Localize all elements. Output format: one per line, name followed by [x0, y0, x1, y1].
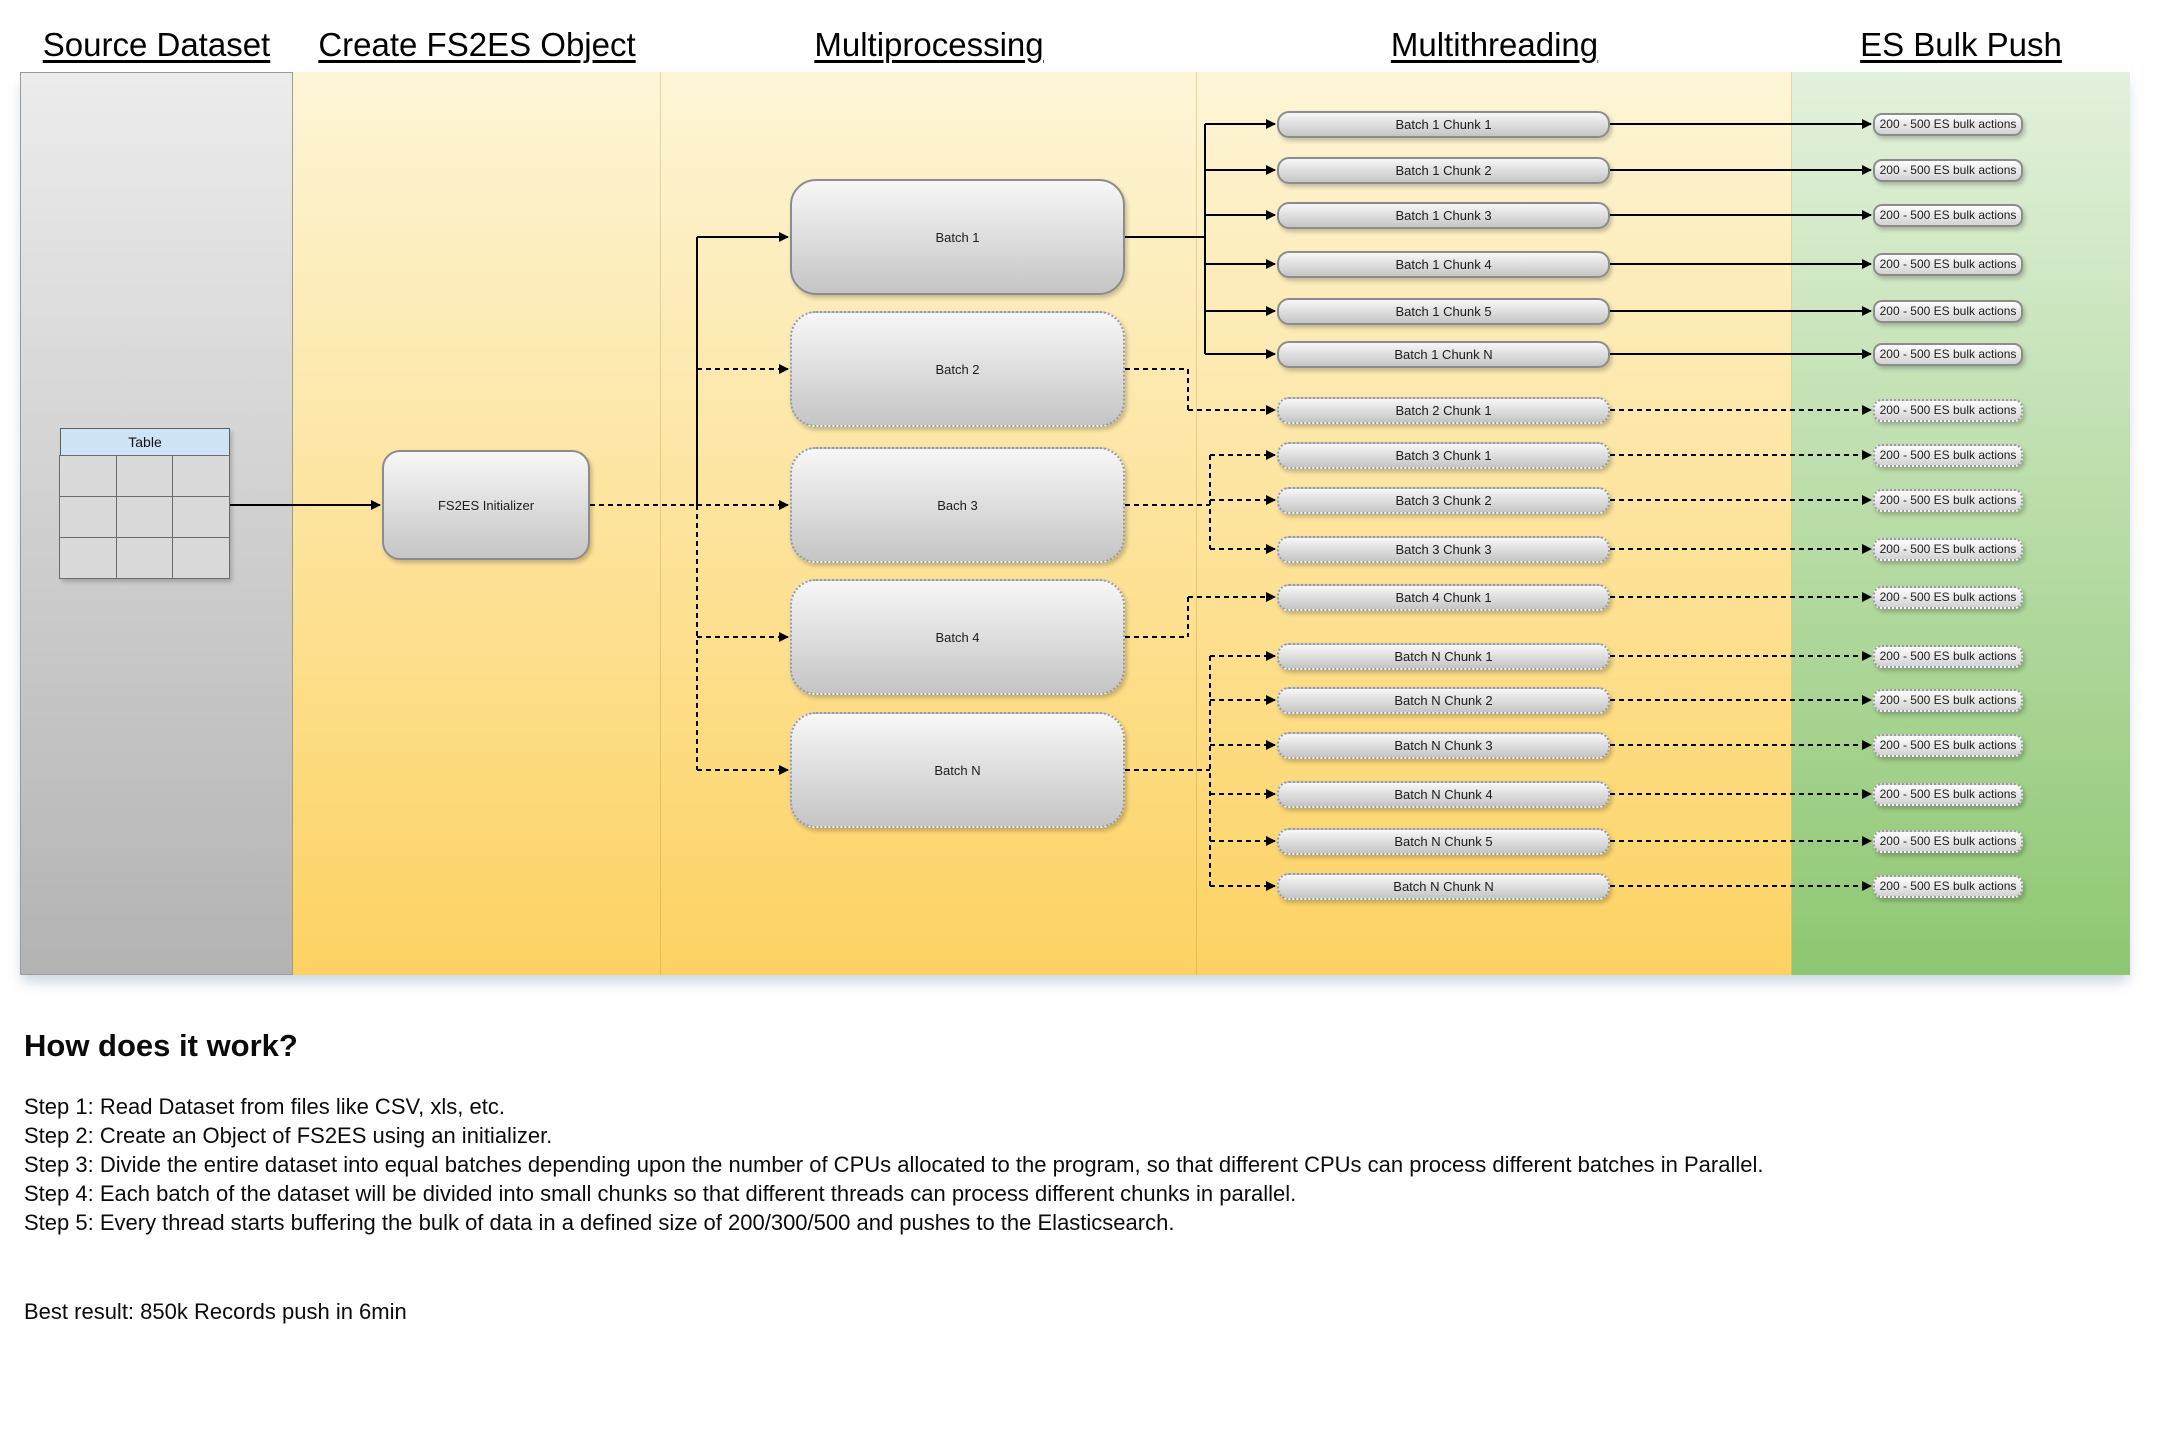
chunk-node: Batch N Chunk N: [1277, 872, 1610, 900]
es-bulk-actions-node: 200 - 500 ES bulk actions: [1873, 299, 2023, 323]
es-bulk-actions-node: 200 - 500 ES bulk actions: [1873, 252, 2023, 276]
column-header-label: Multithreading: [1390, 26, 1599, 63]
es-bulk-actions-node: 200 - 500 ES bulk actions: [1873, 203, 2023, 227]
step-1: Step 1: Read Dataset from files like CSV…: [24, 1094, 505, 1119]
step-5: Step 5: Every thread starts buffering th…: [24, 1210, 1175, 1235]
chunk-node: Batch 1 Chunk 3: [1277, 201, 1610, 229]
column-header-create-fs2es: Create FS2ES Object: [293, 22, 661, 68]
explanation-section: How does it work? Step 1: Read Dataset f…: [24, 1028, 2134, 1326]
table-cell: [172, 496, 230, 538]
es-bulk-actions-node: 200 - 500 ES bulk actions: [1873, 537, 2023, 561]
es-bulk-actions-node: 200 - 500 ES bulk actions: [1873, 644, 2023, 668]
source-table-grid: [59, 455, 230, 579]
explanation-title: How does it work?: [24, 1028, 298, 1063]
batch-node: Batch 1: [790, 179, 1125, 295]
chunk-node: Batch 2 Chunk 1: [1277, 396, 1610, 424]
source-table-header: Table: [60, 428, 230, 456]
chunk-node: Batch N Chunk 2: [1277, 686, 1610, 714]
step-2: Step 2: Create an Object of FS2ES using …: [24, 1123, 553, 1148]
table-cell: [115, 455, 174, 497]
chunk-node: Batch 3 Chunk 3: [1277, 535, 1610, 563]
step-3: Step 3: Divide the entire dataset into e…: [24, 1152, 1764, 1177]
es-bulk-actions-node: 200 - 500 ES bulk actions: [1873, 782, 2023, 806]
table-cell: [59, 537, 117, 579]
batch-node: Batch N: [790, 712, 1125, 828]
column-header-source-dataset: Source Dataset: [20, 22, 293, 68]
chunk-node: Batch N Chunk 1: [1277, 642, 1610, 670]
es-bulk-actions-node: 200 - 500 ES bulk actions: [1873, 585, 2023, 609]
chunk-node: Batch 1 Chunk 1: [1277, 110, 1610, 138]
table-cell: [115, 496, 174, 538]
chunk-node: Batch N Chunk 3: [1277, 731, 1610, 759]
column-header-multithreading: Multithreading: [1197, 22, 1792, 68]
es-bulk-actions-node: 200 - 500 ES bulk actions: [1873, 488, 2023, 512]
fs2es-initializer-node: FS2ES Initializer: [382, 450, 590, 560]
column-header-label: Source Dataset: [42, 26, 271, 63]
chunk-node: Batch 1 Chunk 5: [1277, 297, 1610, 325]
es-bulk-actions-node: 200 - 500 ES bulk actions: [1873, 829, 2023, 853]
column-header-es-bulk-push: ES Bulk Push: [1792, 22, 2130, 68]
chunk-node: Batch N Chunk 4: [1277, 780, 1610, 808]
column-header-label: Create FS2ES Object: [318, 26, 636, 63]
chunk-node: Batch 1 Chunk 2: [1277, 156, 1610, 184]
column-header-multiprocessing: Multiprocessing: [661, 22, 1197, 68]
source-table: Table: [59, 428, 230, 579]
pipeline-diagram: Table FS2ES Initializer Batch 1 Batch 2 Ba…: [20, 72, 2130, 975]
column-header-label: Multiprocessing: [814, 26, 1044, 63]
es-bulk-actions-node: 200 - 500 ES bulk actions: [1873, 342, 2023, 366]
table-cell: [59, 496, 117, 538]
es-bulk-actions-node: 200 - 500 ES bulk actions: [1873, 443, 2023, 467]
batch-node: Batch 4: [790, 579, 1125, 695]
best-result: Best result: 850k Records push in 6min: [24, 1299, 407, 1324]
batch-node: Batch 2: [790, 311, 1125, 427]
table-cell: [172, 537, 230, 579]
chunk-node: Batch N Chunk 5: [1277, 827, 1610, 855]
es-bulk-actions-node: 200 - 500 ES bulk actions: [1873, 688, 2023, 712]
es-bulk-actions-node: 200 - 500 ES bulk actions: [1873, 398, 2023, 422]
es-bulk-actions-node: 200 - 500 ES bulk actions: [1873, 112, 2023, 136]
table-cell: [115, 537, 174, 579]
chunk-node: Batch 3 Chunk 1: [1277, 441, 1610, 469]
chunk-node: Batch 3 Chunk 2: [1277, 486, 1610, 514]
es-bulk-actions-node: 200 - 500 ES bulk actions: [1873, 733, 2023, 757]
batch-node: Bach 3: [790, 447, 1125, 563]
table-cell: [172, 455, 230, 497]
column-header-label: ES Bulk Push: [1860, 26, 2062, 63]
table-cell: [59, 455, 117, 497]
chunk-node: Batch 1 Chunk 4: [1277, 250, 1610, 278]
es-bulk-actions-node: 200 - 500 ES bulk actions: [1873, 874, 2023, 898]
es-bulk-actions-node: 200 - 500 ES bulk actions: [1873, 158, 2023, 182]
chunk-node: Batch 4 Chunk 1: [1277, 583, 1610, 611]
step-4: Step 4: Each batch of the dataset will b…: [24, 1181, 1297, 1206]
chunk-node: Batch 1 Chunk N: [1277, 340, 1610, 368]
